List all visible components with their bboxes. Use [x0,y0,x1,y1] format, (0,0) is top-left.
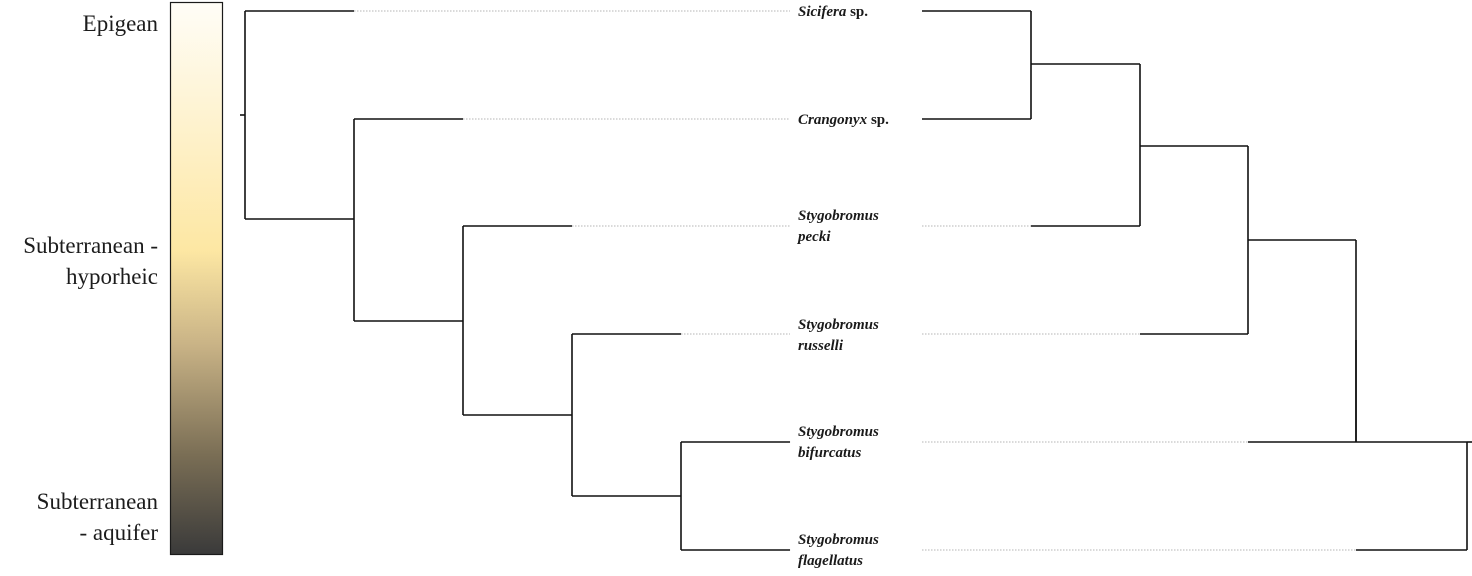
taxon-genus: Sicifera [798,4,847,20]
taxon-genus: Stygobromus [798,532,879,548]
legend-label-hyporheic: Subterranean - hyporheic [23,230,158,292]
taxon-label: Stygobromus flagellatus [798,530,879,572]
taxon-genus: Crangonyx [798,112,868,128]
legend-label-aquifer-line2: - aquifer [79,520,158,545]
right-tree [922,10,1472,551]
taxon-species: flagellatus [798,553,864,569]
taxon-label: Crangonyx sp. [798,110,889,131]
taxon-label: Stygobromus russelli [798,315,879,357]
taxon-label: Stygobromus pecki [798,206,879,248]
taxon-genus: Stygobromus [798,424,879,440]
taxon-species: bifurcatus [798,445,862,461]
taxon-label: Stygobromus bifurcatus [798,422,879,464]
taxon-genus: Stygobromus [798,208,879,224]
taxon-genus: Stygobromus [798,317,879,333]
taxon-label: Sicifera sp. [798,2,868,23]
legend-label-epigean: Epigean [83,8,158,39]
legend-label-hyporheic-line2: hyporheic [66,264,158,289]
tip-connectors [354,10,1356,551]
legend-label-aquifer-line1: Subterranean [36,489,158,514]
left-tree [240,10,790,551]
taxon-species: russelli [798,338,844,354]
taxon-suffix: sp. [846,4,869,20]
taxon-suffix: sp. [867,112,889,128]
legend-label-hyporheic-line1: Subterranean - [23,233,158,258]
legend-label-epigean-text: Epigean [82,11,158,36]
legend-label-aquifer: Subterranean - aquifer [37,486,158,548]
habitat-color-bar [169,1,224,556]
taxon-species: pecki [798,229,831,245]
